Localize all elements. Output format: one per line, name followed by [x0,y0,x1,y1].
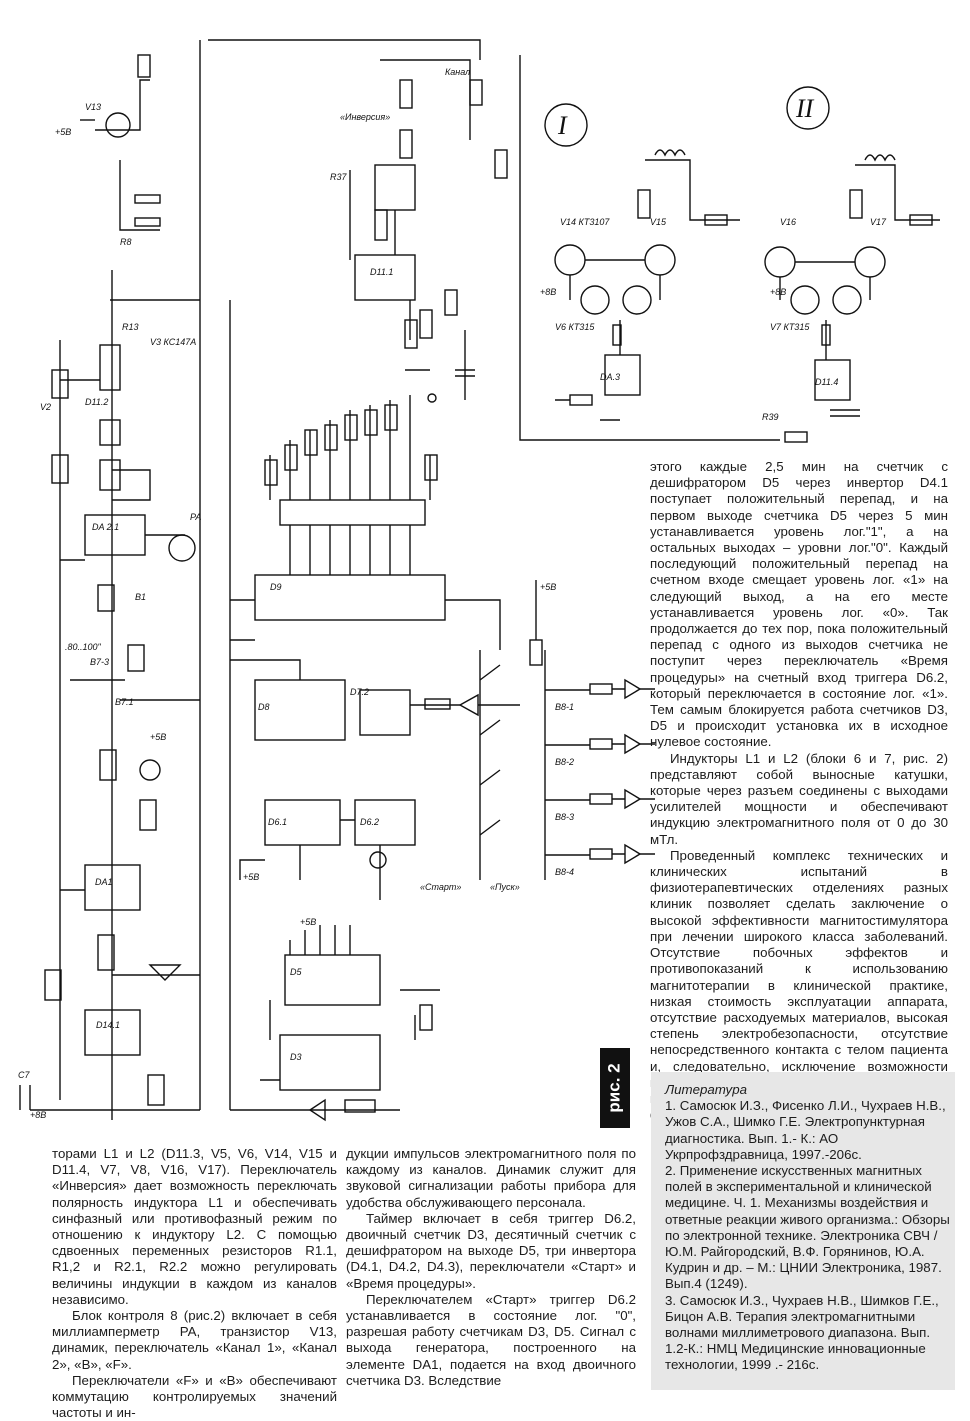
svg-text:R13: R13 [122,322,139,332]
svg-text:+8В: +8В [770,287,786,297]
literature-item: 3. Самосюк И.З., Чухраев Н.В., Шимков Г.… [665,1292,939,1373]
svg-text:V14 КТ3107: V14 КТ3107 [560,217,610,227]
paragraph: этого каждые 2,5 мин на счетчик с дешифр… [650,459,948,750]
svg-text:D6.1: D6.1 [268,817,287,827]
svg-text:DA1: DA1 [95,877,113,887]
svg-text:«Инверсия»: «Инверсия» [340,112,390,122]
svg-text:V2: V2 [40,402,51,412]
svg-text:D6.2: D6.2 [360,817,379,827]
svg-text:II: II [795,94,815,123]
svg-text:PA: PA [190,512,201,522]
svg-text:+5В: +5В [150,732,166,742]
bottom-left-text-column: торами L1 и L2 (D11.3, V5, V6, V14, V15 … [52,1146,337,1421]
svg-text:B8-1: B8-1 [555,702,574,712]
svg-text:.80..100": .80..100" [65,642,102,652]
svg-text:D11.2: D11.2 [85,397,108,407]
paragraph: торами L1 и L2 (D11.3, V5, V6, V14, V15 … [52,1146,337,1307]
svg-text:D7.2: D7.2 [350,687,369,697]
svg-text:«Старт»: «Старт» [420,882,461,892]
svg-text:D14.1: D14.1 [96,1020,120,1030]
svg-text:D3: D3 [290,1052,302,1062]
svg-text:V13: V13 [85,102,101,112]
svg-text:+8В: +8В [30,1110,46,1120]
svg-text:V16: V16 [780,217,796,227]
svg-text:C7: C7 [18,1070,30,1080]
figure-label: рис. 2 [605,1063,625,1113]
literature-item: 1. Самосюк И.З., Фисенко Л.И., Чухраев Н… [665,1098,946,1162]
literature-box: Литература 1. Самосюк И.З., Фисенко Л.И.… [651,1072,955,1390]
literature-item: 2. Применение искусственных магнитных по… [665,1163,950,1292]
svg-text:Канал: Канал [445,67,470,77]
paragraph: дукции импульсов электромагнитного поля … [346,1146,636,1210]
svg-text:+5В: +5В [540,582,556,592]
svg-text:+5В: +5В [55,127,71,137]
right-text-column: этого каждые 2,5 мин на счетчик с дешифр… [650,459,948,1123]
svg-text:D8: D8 [258,702,270,712]
svg-text:+5В: +5В [300,917,316,927]
svg-text:+8В: +8В [540,287,556,297]
svg-text:V6 КТ315: V6 КТ315 [555,322,595,332]
svg-text:V15: V15 [650,217,667,227]
svg-text:B8-2: B8-2 [555,757,574,767]
svg-text:V7 КТ315: V7 КТ315 [770,322,810,332]
svg-text:B7.1: B7.1 [115,697,134,707]
svg-text:D5: D5 [290,967,302,977]
literature-heading: Литература [665,1082,747,1097]
svg-text:D9: D9 [270,582,282,592]
bottom-middle-text-column: дукции импульсов электромагнитного поля … [346,1146,636,1389]
svg-text:R8: R8 [120,237,132,247]
svg-text:B8-3: B8-3 [555,812,574,822]
paragraph: Блок контроля 8 (рис.2) включает в себя … [52,1308,337,1372]
svg-text:D11.1: D11.1 [370,267,393,277]
svg-text:+5В: +5В [243,872,259,882]
svg-text:DA 2.1: DA 2.1 [92,522,119,532]
svg-text:«Пуск»: «Пуск» [490,882,520,892]
svg-text:B8-4: B8-4 [555,867,574,877]
paragraph: Таймер включает в себя триггер D6.2, дво… [346,1210,636,1291]
svg-text:DA.3: DA.3 [600,372,620,382]
svg-text:R37: R37 [330,172,348,182]
svg-text:I: I [557,111,568,140]
svg-text:V3 КС147А: V3 КС147А [150,337,196,347]
paragraph: Переключателем «Старт» триггер D6.2 уста… [346,1291,636,1388]
svg-text:R39: R39 [762,412,779,422]
svg-text:B1: B1 [135,592,146,602]
svg-text:D11.4: D11.4 [815,377,838,387]
svg-text:V17: V17 [870,217,887,227]
paragraph: Индукторы L1 и L2 (блоки 6 и 7, рис. 2) … [650,750,948,847]
figure-label-box: рис. 2 [600,1048,630,1128]
svg-text:B7-3: B7-3 [90,657,109,667]
